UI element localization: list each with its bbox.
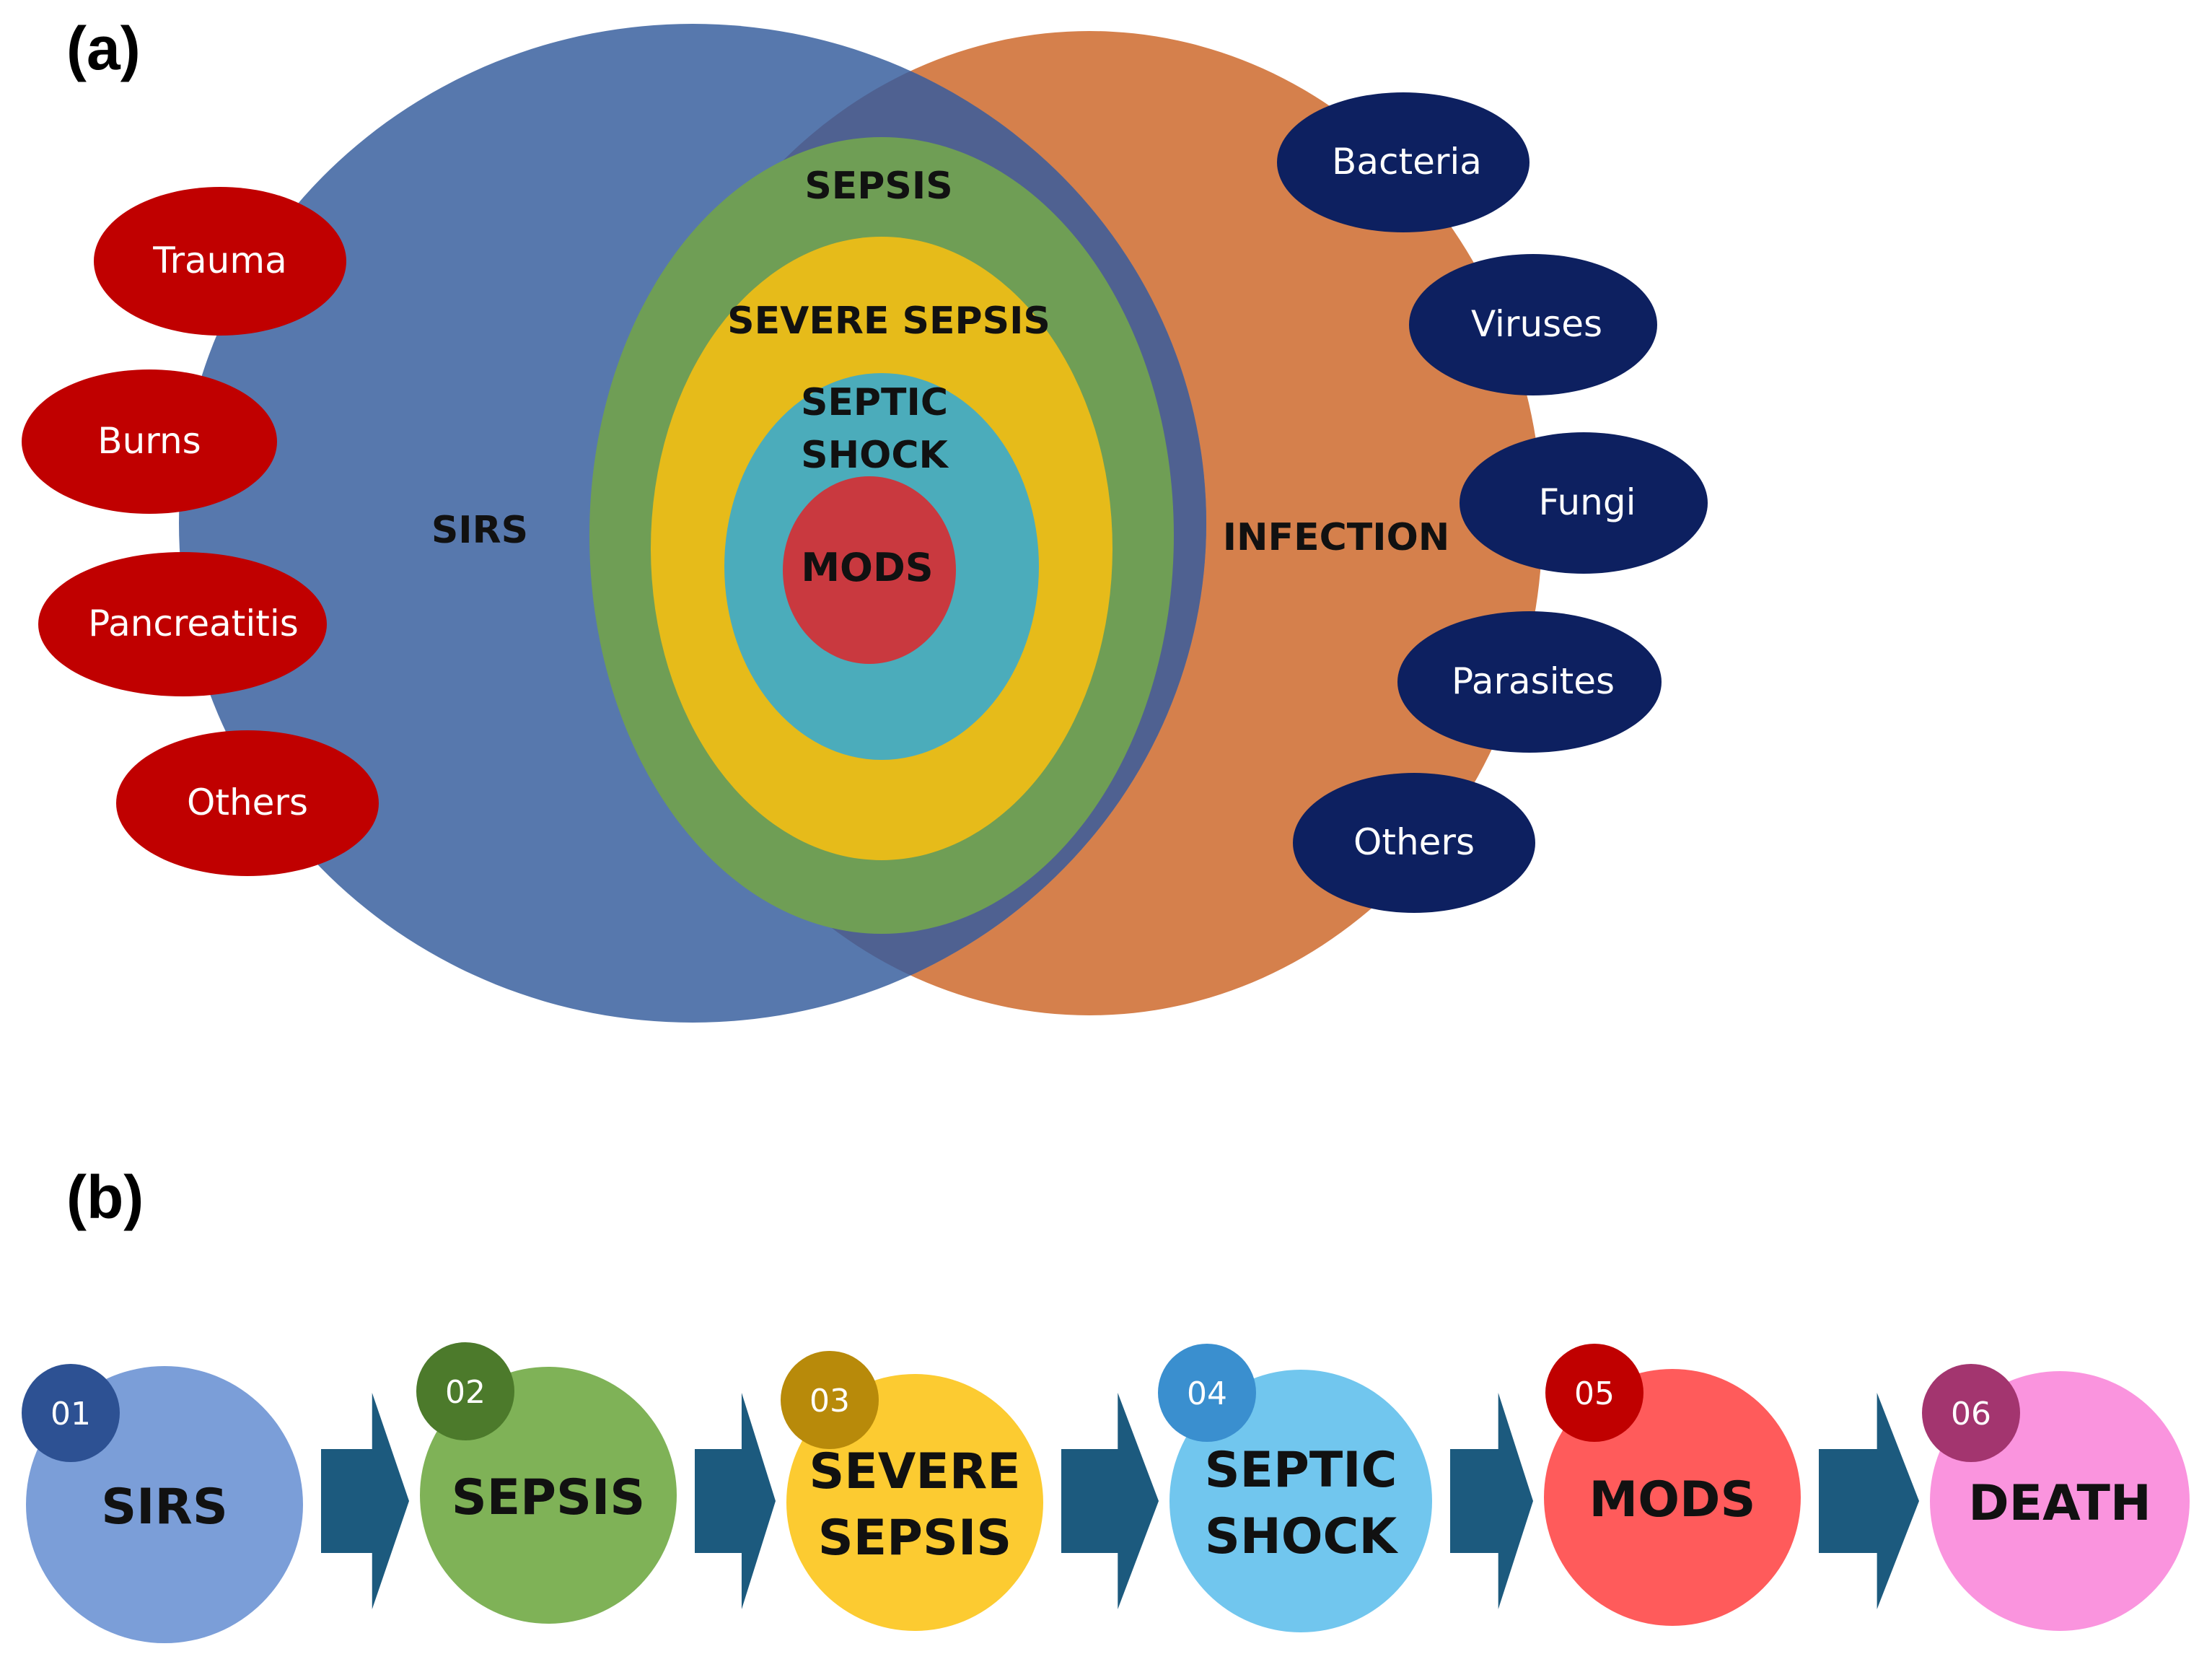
step-badge	[1922, 1364, 2020, 1462]
step-number: 05	[1574, 1375, 1615, 1412]
step-label: SEPTIC	[1205, 1442, 1397, 1499]
sirs-causes: Trauma Burns Pancreatitis Others	[22, 187, 379, 876]
venn-diagram: SIRS INFECTION SEPSIS SEVERE SEPSIS SEPT…	[179, 24, 1542, 1023]
step-label: MODS	[1589, 1471, 1756, 1528]
step-number: 02	[445, 1374, 486, 1411]
infection-cause-others: Others	[1293, 773, 1535, 913]
sirs-label: SIRS	[431, 509, 528, 552]
step-label: SEPSIS	[452, 1469, 646, 1526]
progression-arrow	[1450, 1393, 1533, 1609]
svg-text:Others: Others	[1353, 821, 1475, 863]
step-circle	[1169, 1370, 1432, 1632]
sirs-cause-burns: Burns	[22, 369, 277, 514]
infection-label: INFECTION	[1223, 516, 1450, 559]
svg-text:Parasites: Parasites	[1452, 660, 1615, 702]
step-number: 06	[1951, 1396, 1991, 1432]
step-badge	[1158, 1344, 1256, 1442]
sirs-cause-others: Others	[116, 730, 379, 876]
sirs-cause-pancreatitis: Pancreatitis	[38, 552, 327, 696]
step-badge	[781, 1351, 879, 1449]
sirs-cause-trauma: Trauma	[94, 187, 346, 336]
progression-arrow	[695, 1393, 776, 1609]
septic-shock-label-line1: SEPTIC	[801, 381, 948, 424]
step-badge	[416, 1342, 514, 1440]
svg-text:Bacteria: Bacteria	[1332, 141, 1482, 183]
step-number: 01	[51, 1396, 91, 1432]
step-number: 04	[1187, 1375, 1227, 1412]
progression-arrow	[321, 1393, 409, 1609]
infection-cause-parasites: Parasites	[1397, 611, 1662, 753]
mods-core	[783, 476, 956, 664]
svg-text:Trauma: Trauma	[152, 240, 286, 281]
step-label: SIRS	[101, 1479, 228, 1536]
svg-text:Viruses: Viruses	[1471, 303, 1602, 345]
infection-cause-viruses: Viruses	[1409, 254, 1657, 395]
step-badge	[22, 1364, 120, 1462]
step-label: SEVERE	[809, 1443, 1020, 1500]
svg-text:Others: Others	[187, 782, 308, 823]
infection-causes: Bacteria Viruses Fungi Parasites Others	[1277, 92, 1708, 913]
step-label: SEPSIS	[818, 1510, 1012, 1567]
infection-cause-bacteria: Bacteria	[1277, 92, 1529, 232]
progression-arrow	[1061, 1393, 1159, 1609]
svg-text:Fungi: Fungi	[1538, 481, 1636, 523]
step-badge	[1545, 1344, 1643, 1442]
infection-cause-fungi: Fungi	[1460, 432, 1708, 574]
svg-text:Burns: Burns	[97, 420, 201, 462]
svg-text:Pancreatitis: Pancreatitis	[88, 603, 299, 644]
severe-sepsis-label: SEVERE SEPSIS	[727, 299, 1050, 343]
step-label: DEATH	[1968, 1475, 2151, 1532]
step-number: 03	[809, 1383, 850, 1419]
panel-b-label: (b)	[66, 1163, 144, 1231]
progression-arrow	[1819, 1393, 1919, 1609]
step-label: SHOCK	[1205, 1508, 1399, 1565]
sepsis-label: SEPSIS	[804, 165, 952, 208]
panel-a-label: (a)	[66, 14, 141, 82]
mods-label: MODS	[801, 545, 933, 590]
septic-shock-label-line2: SHOCK	[801, 434, 949, 477]
